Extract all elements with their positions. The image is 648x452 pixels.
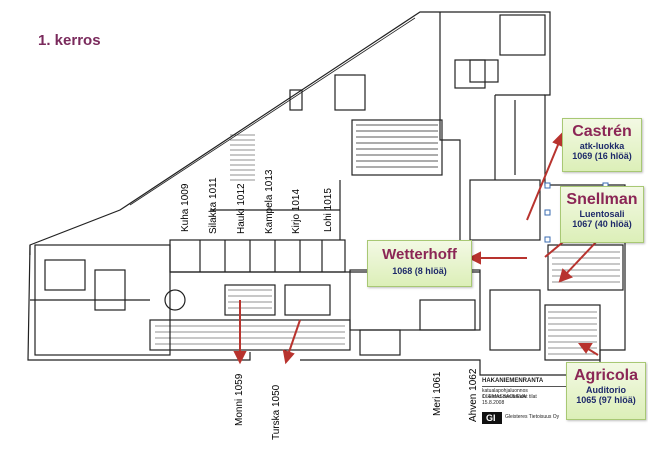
callout-snellman: Snellman Luentosali 1067 (40 hlöä) — [560, 186, 644, 243]
room-label-kirjo: Kirjo 1014 — [291, 188, 302, 234]
callout-castren-name: Castrén — [572, 123, 632, 140]
room-label-turska: Turska 1050 — [271, 384, 282, 440]
titleblock-line2: 1. kerros muutetavat tilat — [482, 394, 537, 400]
room-label-ahven: Ahven 1062 — [468, 368, 479, 422]
room-label-kampela: Kampela 1013 — [264, 169, 275, 235]
page-title: 1. kerros — [38, 32, 101, 49]
titleblock-company: Gleisteres Tietoisuus Oy — [505, 414, 560, 420]
callout-agricola-seats: 1065 (97 hlöä) — [576, 395, 636, 405]
titleblock-date: 15.8.2008 — [482, 400, 505, 406]
callout-wetterhoff: Wetterhoff 1068 (8 hlöä) — [367, 240, 472, 287]
titleblock-line1: katualapohjaluonnos OLEMASSAOLEVA — [482, 388, 528, 400]
callout-castren-sub: atk-luokka — [579, 141, 625, 151]
callout-castren-seats: 1069 (16 hlöä) — [572, 151, 632, 161]
titleblock-project: HAKANIEMENRANTA — [482, 378, 544, 384]
callout-agricola: Agricola Auditorio 1065 (97 hlöä) — [566, 362, 646, 420]
room-label-hauki: Hauki 1012 — [236, 183, 247, 234]
room-label-silakka: Silakka 1011 — [208, 177, 219, 234]
title-block: HAKANIEMENRANTA katualapohjaluonnos OLEM… — [482, 378, 566, 448]
callout-wetterhoff-name: Wetterhoff — [382, 246, 457, 263]
callout-agricola-name: Agricola — [573, 367, 638, 384]
callout-wetterhoff-seats: 1068 (8 hlöä) — [392, 266, 447, 276]
room-label-lohi: Lohi 1015 — [323, 188, 334, 232]
callout-castren: Castrén atk-luokka 1069 (16 hlöä) — [562, 118, 642, 172]
company-logo-text: GI — [486, 413, 496, 423]
callout-snellman-sub: Luentosali — [579, 209, 625, 219]
callout-snellman-name: Snellman — [566, 191, 638, 208]
callout-agricola-sub: Auditorio — [586, 385, 626, 395]
room-label-monni: Monni 1059 — [234, 373, 245, 426]
company-logo: GI — [482, 412, 502, 424]
room-label-kuha: Kuha 1009 — [180, 183, 191, 232]
callout-snellman-seats: 1067 (40 hlöä) — [572, 219, 632, 229]
room-label-meri: Meri 1061 — [432, 371, 443, 416]
